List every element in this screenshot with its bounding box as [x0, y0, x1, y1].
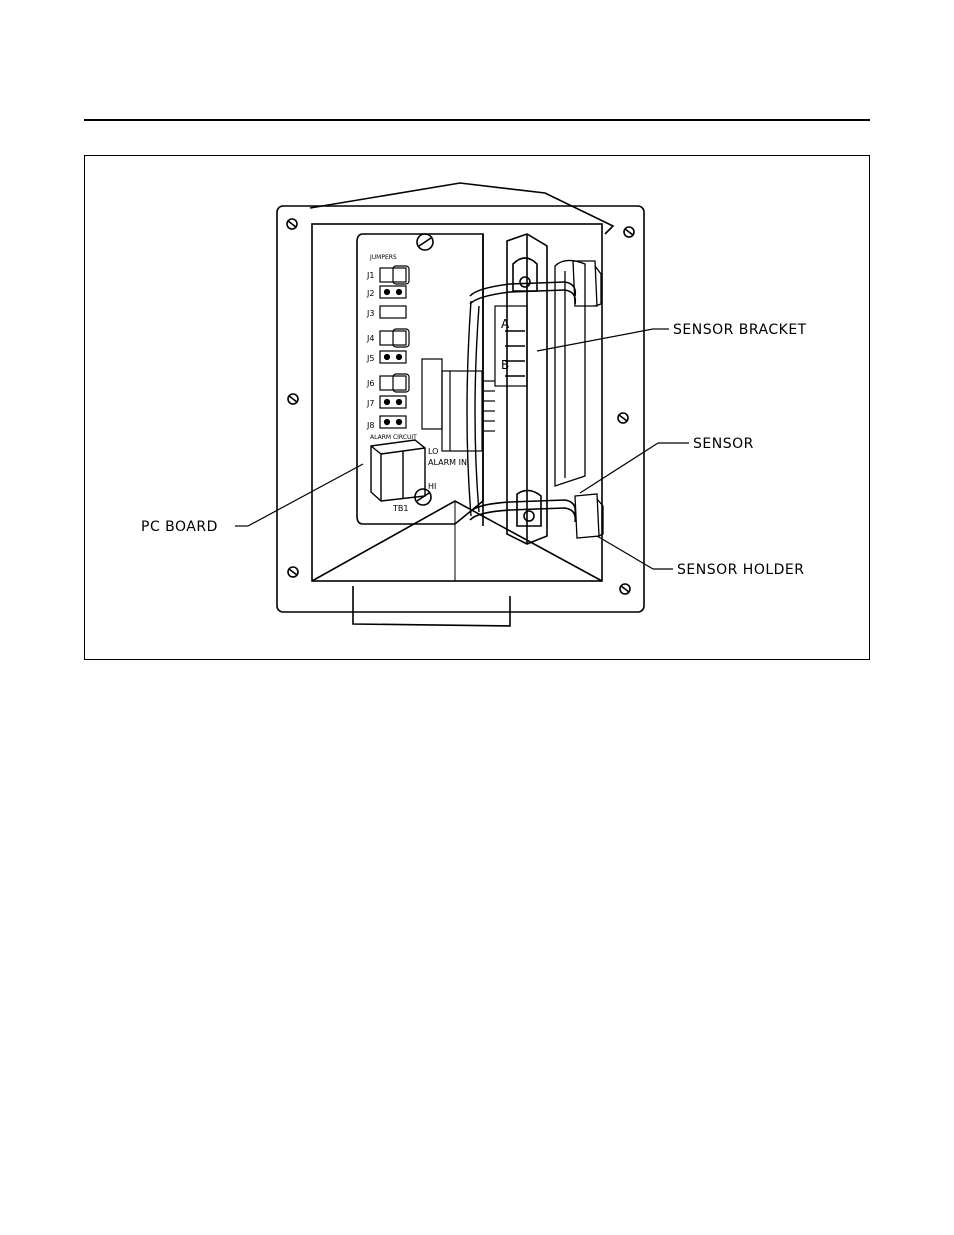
enclosure-diagram: JUMPERS J1 J2 J3 J4 J5 J6 J7 J8 ALARM CI… [141, 182, 807, 627]
enclosure-opening [311, 223, 603, 582]
pcb-label-j4: J4 [366, 334, 374, 343]
callout-sensor-bracket: SENSOR BRACKET [673, 322, 807, 338]
bracket-label-b: B [501, 358, 509, 372]
housing-bottom-block [352, 586, 511, 627]
terminal-block-tb1 [370, 439, 426, 502]
leader-sensor-bracket [536, 328, 654, 352]
pcb-label-jumpers: JUMPERS [369, 254, 397, 261]
sensor-bracket [466, 233, 577, 545]
leader-sensor-holder [596, 535, 654, 570]
callout-sensor-holder: SENSOR HOLDER [677, 562, 805, 578]
pcb-label-j2: J2 [366, 289, 374, 298]
pcb-label-alarm-circuit: ALARM CIRCUIT [370, 434, 417, 441]
leader-sensor [579, 442, 659, 494]
pcb-label-j8: J8 [366, 421, 374, 430]
pcb-label-lo: LO [428, 447, 438, 456]
pcb-label-j5: J5 [366, 354, 374, 363]
interior-floor-edge [311, 500, 603, 582]
pcb-label-hi: HI [428, 482, 436, 491]
pcb-label-j1: J1 [366, 271, 374, 280]
pcb-label-j7: J7 [366, 399, 374, 408]
pc-board [356, 233, 484, 525]
pcb-label-alarm-in: ALARM IN [428, 458, 467, 467]
figure-frame: JUMPERS J1 J2 J3 J4 J5 J6 J7 J8 ALARM CI… [84, 155, 870, 660]
pcb-screws [414, 233, 434, 506]
pcb-label-tb1: TB1 [392, 504, 408, 513]
flange-screws [286, 218, 635, 595]
callout-pc-board: PC BOARD [141, 519, 218, 535]
housing-top-edge [309, 182, 615, 235]
pcb-label-j3: J3 [366, 309, 374, 318]
header-rule [84, 119, 870, 121]
jumper-blocks [379, 265, 410, 429]
sensor-body [554, 259, 586, 487]
callout-sensor: SENSOR [693, 436, 754, 452]
bracket-label-a: A [501, 317, 510, 331]
enclosure-flange [276, 205, 645, 613]
sensor-holder [572, 260, 604, 539]
ribbon-connector [421, 358, 495, 452]
pcb-label-j6: J6 [366, 379, 374, 388]
leader-lines [235, 328, 689, 570]
